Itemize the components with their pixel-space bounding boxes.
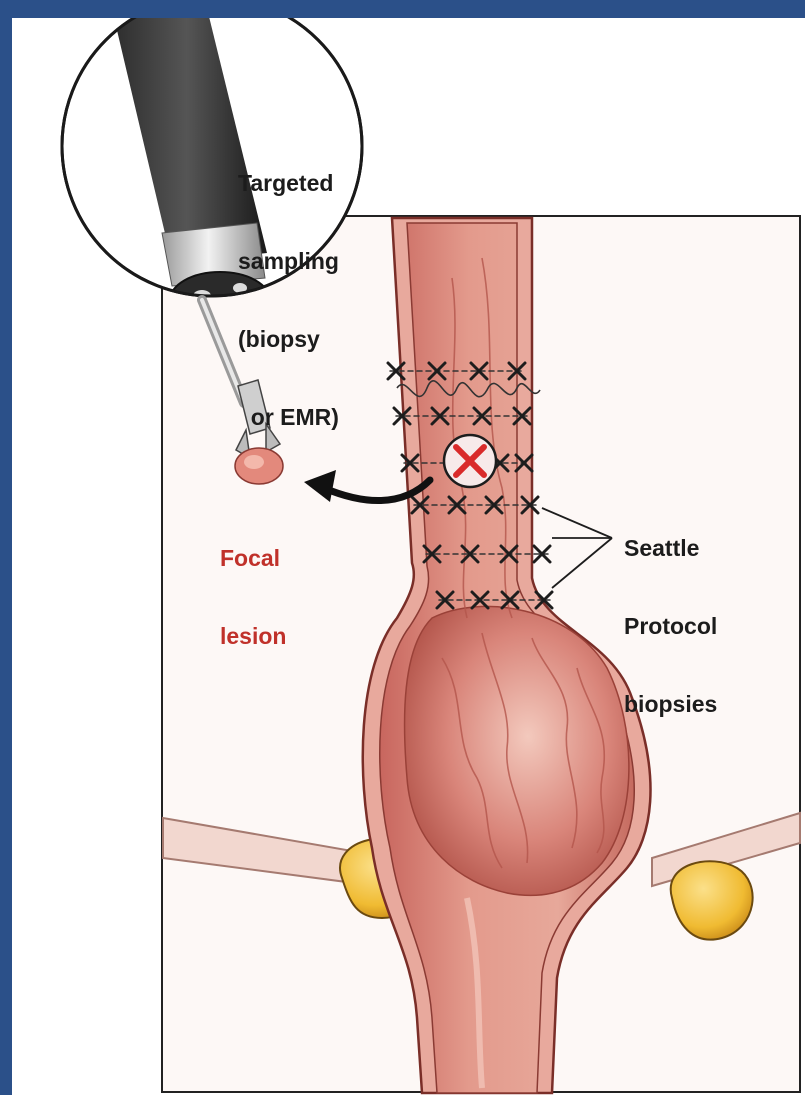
callout-line: (biopsy bbox=[238, 326, 339, 352]
focal-lesion-label: Focal lesion bbox=[220, 493, 286, 701]
diagram-canvas: Targeted sampling (biopsy or EMR) Focal … bbox=[12, 18, 805, 1095]
protocol-line: biopsies bbox=[624, 691, 717, 717]
callout-line: Targeted bbox=[238, 170, 339, 196]
lesion-line: Focal bbox=[220, 545, 286, 571]
targeted-sampling-label: Targeted sampling (biopsy or EMR) bbox=[238, 118, 339, 482]
protocol-line: Protocol bbox=[624, 613, 717, 639]
callout-line: or EMR) bbox=[238, 404, 339, 430]
lesion-x-mark-icon bbox=[444, 435, 496, 487]
protocol-line: Seattle bbox=[624, 535, 717, 561]
lesion-line: lesion bbox=[220, 623, 286, 649]
callout-line: sampling bbox=[238, 248, 339, 274]
seattle-protocol-label: Seattle Protocol biopsies bbox=[624, 483, 717, 769]
